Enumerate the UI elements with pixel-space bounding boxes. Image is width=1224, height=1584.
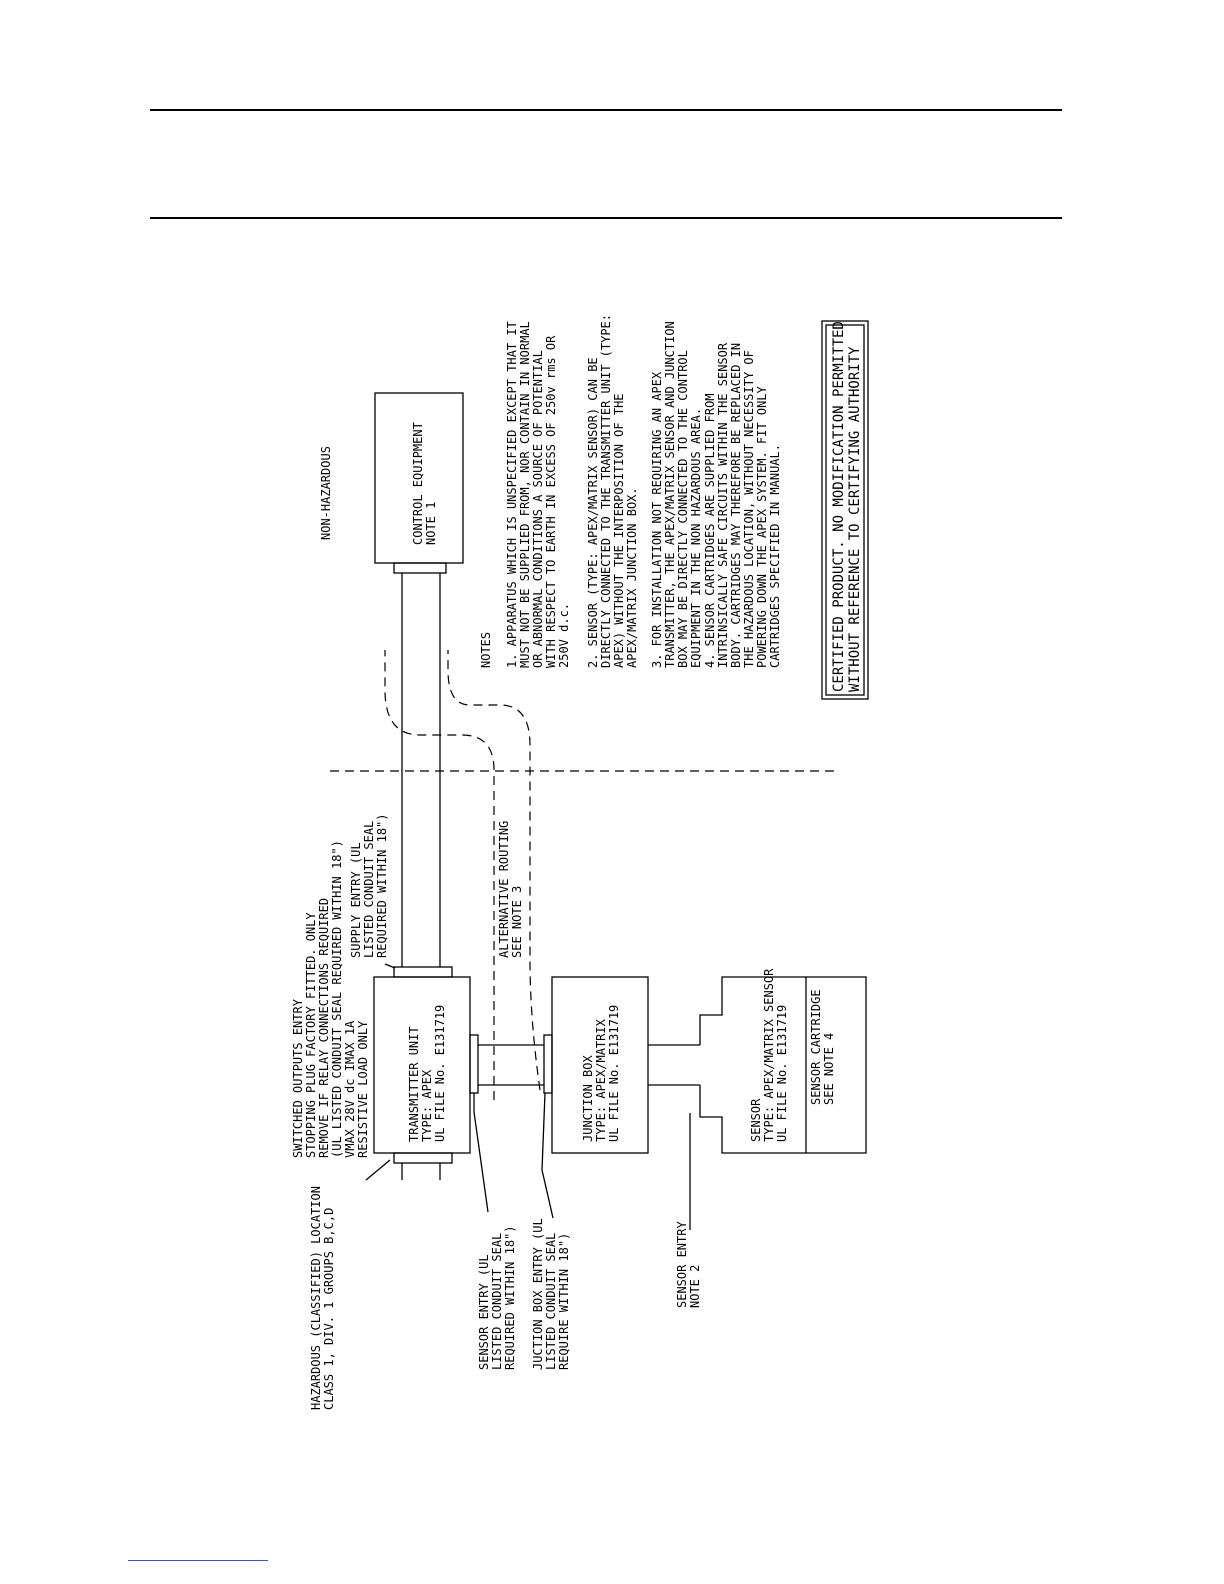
- svg-text:UL FILE No. E131719: UL FILE No. E131719: [775, 1005, 789, 1142]
- svg-text:STOPPING PLUG FACTORY FITTED.: STOPPING PLUG FACTORY FITTED. ONLY: [304, 912, 318, 1158]
- svg-text:NON-HAZARDOUS: NON-HAZARDOUS: [319, 446, 333, 540]
- certified-frame-inner: [825, 324, 865, 696]
- sensor-entry-ul-label: SENSOR ENTRY (UL LISTED CONDUIT SEAL REQ…: [477, 1226, 517, 1371]
- note-2: 2. SENSOR (TYPE: APEX/MATRIX SENSOR) CAN…: [586, 314, 639, 668]
- svg-text:250V d.c.: 250V d.c.: [557, 603, 571, 668]
- svg-text:OR ABNORMAL CONDITIONS A SOURC: OR ABNORMAL CONDITIONS A SOURCE OF POTEN…: [531, 350, 545, 668]
- header-rule-top: [150, 109, 1062, 111]
- svg-text:SWITCHED OUTPUTS ENTRY: SWITCHED OUTPUTS ENTRY: [291, 998, 305, 1158]
- svg-text:SEE NOTE 4: SEE NOTE 4: [822, 1033, 836, 1105]
- supply-entry-leader: [384, 963, 396, 969]
- note-4: 4. SENSOR CARTRIDGES ARE SUPPLIED FROM I…: [703, 342, 782, 668]
- sensor-entry-gland: [469, 1034, 479, 1094]
- sensor-cartridge-text: SENSOR CARTRIDGE SEE NOTE 4: [809, 989, 836, 1105]
- switched-outputs-leader: [365, 1159, 391, 1181]
- switched-outputs-label: SWITCHED OUTPUTS ENTRY STOPPING PLUG FAC…: [291, 840, 370, 1158]
- svg-text:SENSOR ENTRY: SENSOR ENTRY: [675, 1221, 689, 1308]
- svg-text:NOTE 2: NOTE 2: [688, 1265, 702, 1308]
- sensor-entry-note-label: SENSOR ENTRY NOTE 2: [675, 1221, 702, 1308]
- svg-text:CLASS 1, DIV. 1 GROUPS B,C,D: CLASS 1, DIV. 1 GROUPS B,C,D: [322, 1208, 336, 1410]
- sensor-text: SENSOR TYPE: APEX/MATRIX SENSOR UL FILE …: [749, 968, 789, 1142]
- svg-text:UL FILE No. E131719: UL FILE No. E131719: [433, 1005, 447, 1142]
- svg-text:NOTES: NOTES: [479, 632, 493, 668]
- footer-rule: [128, 1560, 268, 1561]
- svg-text:ALTERNATIVE ROUTING: ALTERNATIVE ROUTING: [497, 821, 511, 958]
- svg-text:TYPE: APEX: TYPE: APEX: [420, 1069, 434, 1142]
- junction-entry-gland: [543, 1034, 553, 1094]
- svg-text:REMOVE IF RELAY CONNECTIONS RE: REMOVE IF RELAY CONNECTIONS REQUIRED: [317, 898, 331, 1158]
- svg-text:CONTROL EQUIPMENT: CONTROL EQUIPMENT: [411, 422, 425, 545]
- svg-text:TYPE: APEX/MATRIX: TYPE: APEX/MATRIX: [594, 1018, 608, 1142]
- svg-text:REQUIRED WITHIN 18"): REQUIRED WITHIN 18"): [503, 1226, 517, 1371]
- note-3: 3. FOR INSTALLATION NOT REQUIRING AN APE…: [650, 321, 703, 668]
- note-1: 1. APPARATUS WHICH IS UNSPECIFIED EXCEPT…: [505, 321, 571, 668]
- certified-frame-outer: [821, 320, 869, 700]
- sensor-entry-leader: [473, 1093, 489, 1213]
- svg-text:CARTRIDGES SPECIFIED IN MANUAL: CARTRIDGES SPECIFIED IN MANUAL.: [768, 444, 782, 668]
- junction-text: JUNCTION BOX TYPE: APEX/MATRIX UL FILE N…: [581, 1005, 621, 1142]
- svg-text:SENSOR ENTRY (UL: SENSOR ENTRY (UL: [477, 1254, 491, 1370]
- svg-text:POWERING DOWN THE APEX SYSTEM.: POWERING DOWN THE APEX SYSTEM. FIT ONLY: [755, 385, 769, 668]
- svg-text:CERTIFIED PRODUCT. NO MODIFICA: CERTIFIED PRODUCT. NO MODIFICATION PERMI…: [831, 321, 847, 692]
- svg-text:MUST NOT BE SUPPLIED FROM, NOR: MUST NOT BE SUPPLIED FROM, NOR CONTAIN I…: [518, 321, 532, 668]
- alternative-route-left: [384, 650, 495, 1100]
- svg-text:REQUIRED WITHIN 18"): REQUIRED WITHIN 18"): [375, 814, 389, 959]
- svg-text:LISTED CONDUIT SEAL: LISTED CONDUIT SEAL: [362, 821, 376, 958]
- supply-entry-gland: [393, 966, 453, 978]
- hazardous-location-label: HAZARDOUS (CLASSIFIED) LOCATION CLASS 1,…: [309, 1186, 336, 1410]
- control-equipment-text: CONTROL EQUIPMENT NOTE 1: [411, 422, 438, 545]
- switched-outputs-gland: [393, 1152, 453, 1164]
- svg-text:LISTED CONDUIT SEAL: LISTED CONDUIT SEAL: [490, 1233, 504, 1370]
- svg-text:TYPE: APEX/MATRIX SENSOR: TYPE: APEX/MATRIX SENSOR: [762, 968, 776, 1142]
- svg-text:REQUIRE WITHIN 18"): REQUIRE WITHIN 18"): [557, 1233, 571, 1370]
- svg-text:WITHOUT REFERENCE TO CERTIFYIN: WITHOUT REFERENCE TO CERTIFYING AUTHORIT…: [847, 346, 863, 692]
- notes-heading: NOTES: [479, 632, 493, 668]
- svg-text:THE HAZARDOUS LOCATION, WITHOU: THE HAZARDOUS LOCATION, WITHOUT NECESSIT…: [742, 350, 756, 668]
- non-hazardous-label: NON-HAZARDOUS: [319, 446, 333, 540]
- svg-text:4. SENSOR CARTRIDGES ARE SUPPL: 4. SENSOR CARTRIDGES ARE SUPPLIED FROM: [703, 393, 717, 668]
- svg-text:SENSOR CARTRIDGE: SENSOR CARTRIDGE: [809, 989, 823, 1105]
- certified-product-text: CERTIFIED PRODUCT. NO MODIFICATION PERMI…: [831, 321, 863, 692]
- svg-text:EQUIPMENT IN THE NON HAZARDOUS: EQUIPMENT IN THE NON HAZARDOUS AREA.: [689, 408, 703, 668]
- svg-text:2. SENSOR (TYPE: APEX/MATRIX S: 2. SENSOR (TYPE: APEX/MATRIX SENSOR) CAN…: [586, 357, 600, 668]
- svg-text:TRANSMITTER, THE APEX/MATRIX S: TRANSMITTER, THE APEX/MATRIX SENSOR AND …: [663, 321, 677, 668]
- svg-text:JUNCTION BOX: JUNCTION BOX: [581, 1055, 595, 1142]
- svg-text:TRANSMITTER UNIT: TRANSMITTER UNIT: [407, 1026, 421, 1142]
- supply-entry-label: SUPPLY ENTRY (UL LISTED CONDUIT SEAL REQ…: [349, 814, 389, 959]
- svg-text:INTRINSICALLY SAFE CIRCUITS WI: INTRINSICALLY SAFE CIRCUITS WITHIN THE S…: [716, 342, 730, 668]
- svg-text:WITH RESPECT TO EARTH IN EXCES: WITH RESPECT TO EARTH IN EXCESS OF 250v …: [544, 335, 558, 668]
- junction-entry-leader: [541, 1092, 554, 1219]
- svg-text:HAZARDOUS (CLASSIFIED) LOCATIO: HAZARDOUS (CLASSIFIED) LOCATION: [309, 1186, 323, 1410]
- junction-entry-ul-label: JUCTION BOX ENTRY (UL LISTED CONDUIT SEA…: [531, 1218, 571, 1370]
- svg-text:1. APPARATUS WHICH IS UNSPECIF: 1. APPARATUS WHICH IS UNSPECIFIED EXCEPT…: [505, 321, 519, 668]
- control-equipment-gland: [393, 562, 447, 574]
- svg-text:RESISTIVE LOAD ONLY: RESISTIVE LOAD ONLY: [356, 1020, 370, 1158]
- svg-text:DIRECTLY CONNECTED TO THE TRAN: DIRECTLY CONNECTED TO THE TRANSMITTER UN…: [599, 314, 613, 668]
- svg-text:UL FILE No. E131719: UL FILE No. E131719: [607, 1005, 621, 1142]
- junction-box: [551, 976, 649, 1154]
- sensor-body: [699, 976, 867, 1154]
- transmitter-text: TRANSMITTER UNIT TYPE: APEX UL FILE No. …: [407, 1005, 447, 1142]
- svg-text:BOX MAY BE DIRECTLY CONNECTED: BOX MAY BE DIRECTLY CONNECTED TO THE CON…: [676, 350, 690, 668]
- svg-text:BODY. CARTRIDGES MAY THEREFORE: BODY. CARTRIDGES MAY THEREFORE BE REPLAC…: [729, 343, 743, 668]
- header-rule-bottom: [150, 217, 1062, 219]
- svg-text:JUCTION BOX ENTRY (UL: JUCTION BOX ENTRY (UL: [531, 1218, 545, 1370]
- svg-text:NOTE 1: NOTE 1: [424, 502, 438, 545]
- svg-text:SUPPLY ENTRY (UL: SUPPLY ENTRY (UL: [349, 842, 363, 958]
- svg-text:SENSOR: SENSOR: [749, 1098, 763, 1142]
- svg-text:APEX) WITHOUT THE INTERPOSITIO: APEX) WITHOUT THE INTERPOSITION OF THE: [612, 393, 626, 668]
- svg-text:VMAX 28V dc IMAX 1A: VMAX 28V dc IMAX 1A: [343, 1020, 357, 1158]
- svg-text:LISTED CONDUIT SEAL: LISTED CONDUIT SEAL: [544, 1233, 558, 1370]
- svg-text:SEE NOTE 3: SEE NOTE 3: [510, 886, 524, 958]
- svg-text:3. FOR INSTALLATION NOT REQUIR: 3. FOR INSTALLATION NOT REQUIRING AN APE…: [650, 371, 664, 668]
- alternative-routing-label: ALTERNATIVE ROUTING SEE NOTE 3: [497, 821, 524, 958]
- alternative-route-right: [447, 650, 541, 1091]
- svg-text:(UL LISTED CONDUIT SEAL REQUIR: (UL LISTED CONDUIT SEAL REQUIRED WITHIN …: [330, 840, 344, 1158]
- svg-text:APEX/MATRIX JUNCTION BOX.: APEX/MATRIX JUNCTION BOX.: [625, 487, 639, 668]
